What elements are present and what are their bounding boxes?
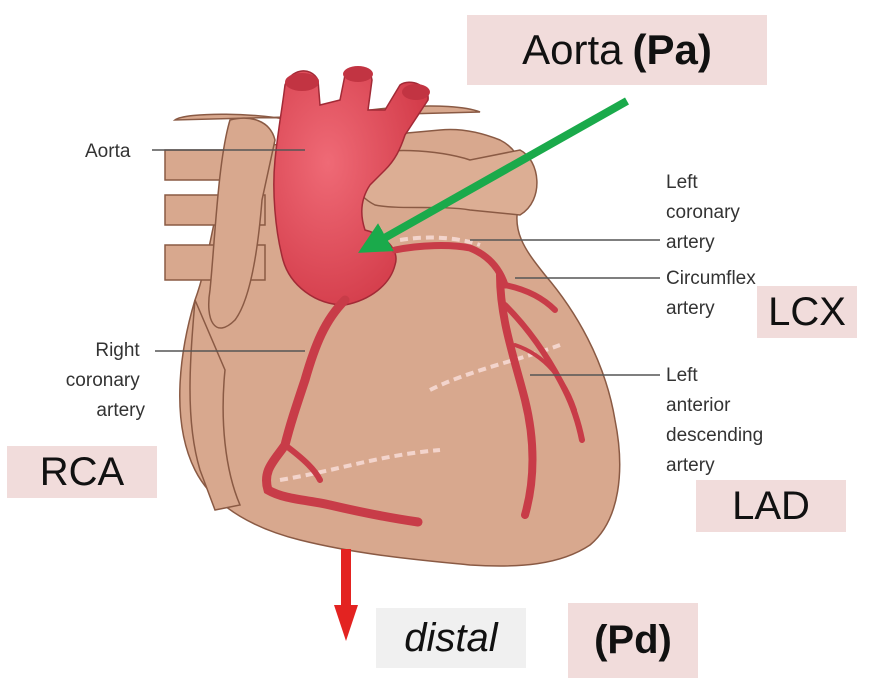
red-arrow (334, 549, 358, 641)
callout-aorta-pa: Aorta (Pa) (467, 15, 767, 85)
callout-pa-text: (Pa) (632, 26, 712, 73)
label-left-coronary-artery: Left coronary artery (666, 172, 745, 253)
heart (164, 105, 621, 567)
circumflex-artery-path (502, 282, 558, 313)
callout-lcx: LCX (757, 286, 857, 338)
label-circumflex-artery: Circumflex artery (666, 268, 761, 319)
label-aorta: Aorta (85, 141, 131, 162)
callout-aorta-text: Aorta (522, 26, 623, 73)
callout-pd: (Pd) (568, 603, 698, 678)
coronary-arteries (262, 242, 585, 527)
callout-lad: LAD (696, 480, 846, 532)
label-left-anterior-descending-artery: Left anterior descending artery (666, 365, 768, 476)
lad-artery-path (496, 271, 537, 519)
label-right-coronary-artery: Right coronary artery (66, 340, 146, 421)
callout-distal: distal (376, 608, 526, 668)
right-coronary-artery-path (262, 295, 423, 527)
green-arrow (358, 97, 629, 253)
callout-rca: RCA (7, 446, 157, 498)
leader-lines (152, 149, 660, 376)
